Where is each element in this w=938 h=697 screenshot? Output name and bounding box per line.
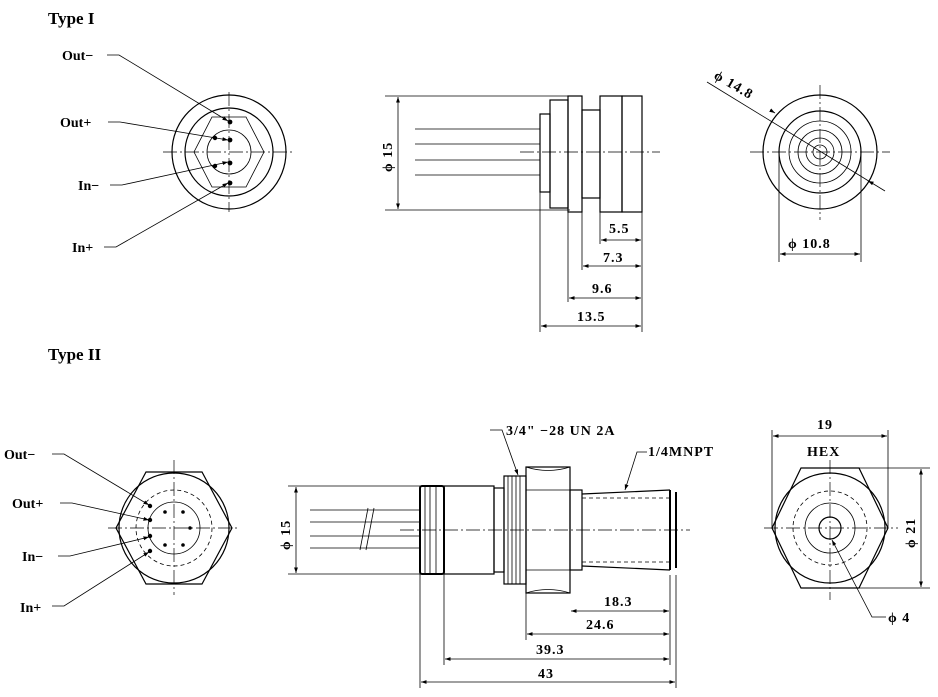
type1-dim-13-5: 13.5 — [577, 310, 606, 325]
type2-dim-18-3: 18.3 — [604, 595, 633, 610]
type2-dim-39-3: 39.3 — [536, 643, 565, 658]
type2-pin-in-minus: In− — [22, 550, 43, 565]
type2-title: Type II — [48, 345, 101, 364]
type1-pin-out-plus: Out+ — [60, 116, 91, 131]
type2-thread-spec: 3/4" −28 UN 2A — [506, 424, 615, 439]
type1-dim-5-5: 5.5 — [609, 222, 630, 237]
type1-pin-in-minus: In− — [78, 179, 99, 194]
type2-pin-in-plus: In+ — [20, 601, 41, 616]
type1-front-view: ϕ 14.8 ϕ 10.8 — [706, 68, 890, 262]
type1-pin-in-plus: In+ — [72, 241, 93, 256]
type1-pin-labels: Out− Out+ In− In+ — [60, 49, 229, 256]
type1-dim-7-3: 7.3 — [603, 251, 624, 266]
type2-diameter-4: ϕ 4 — [888, 611, 910, 626]
type2-hex-label: HEX — [807, 445, 840, 460]
type1-diameter-body: ϕ 15 — [381, 142, 396, 172]
type2-dim-24-6: 24.6 — [586, 618, 615, 633]
type1-connector-end-view — [163, 92, 292, 212]
type1-title: Type I — [48, 9, 95, 28]
type1-pin-out-minus: Out− — [62, 49, 93, 64]
type2-pin-labels: Out− Out+ In− In+ — [4, 448, 150, 616]
type2-pin-out-minus: Out− — [4, 448, 35, 463]
type2-front-view: 19 HEX ϕ 21 ϕ 4 — [764, 418, 930, 626]
type2-hex-size: 19 — [817, 418, 833, 433]
type1-diameter-inner: ϕ 10.8 — [788, 237, 831, 252]
type1-dim-9-6: 9.6 — [592, 282, 613, 297]
type2-pin-out-plus: Out+ — [12, 497, 43, 512]
type2-dim-43: 43 — [538, 667, 554, 682]
type2-npt-spec: 1/4MNPT — [648, 445, 714, 460]
type2-diameter-21: ϕ 21 — [904, 518, 919, 548]
type2-connector-end-view — [108, 460, 240, 595]
type2-side-view: ϕ 15 3/4" −28 UN 2A 1/4MNPT 18.3 24.6 39… — [279, 424, 714, 688]
type2-diameter-body: ϕ 15 — [279, 520, 294, 550]
type1-side-view: ϕ 15 5.5 7.3 9.6 13.5 — [381, 95, 660, 332]
